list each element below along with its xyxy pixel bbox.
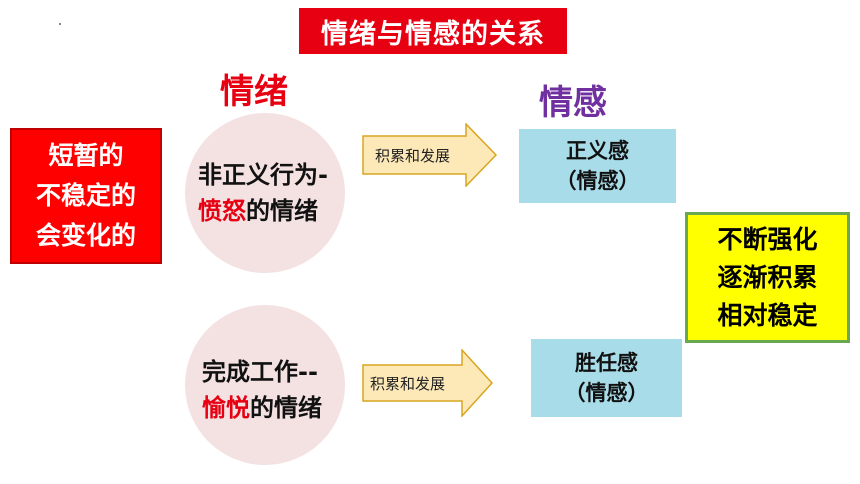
feeling-box-justice: 正义感 （情感）	[519, 129, 676, 203]
emotion-trait: 会变化的	[35, 221, 136, 250]
feeling-heading: 情感	[539, 83, 607, 123]
emotion-situation: 非正义行为-	[198, 161, 328, 189]
feeling-trait: 不断强化	[717, 224, 818, 254]
right-arrow-icon	[362, 123, 498, 187]
emotion-circle-2	[185, 305, 345, 465]
emotion-suffix: 的情绪	[246, 197, 318, 225]
emotion-traits-box: 短暂的 不稳定的 会变化的	[10, 128, 162, 264]
right-arrow-icon	[362, 349, 494, 417]
page-title: 情绪与情感的关系	[299, 8, 567, 54]
emotion-heading: 情绪	[220, 72, 288, 112]
emotion-word: 愉悦	[202, 394, 250, 422]
emotion-trait: 短暂的	[48, 141, 124, 170]
emotion-result: 愉悦的情绪	[202, 390, 322, 426]
arrow-label: 积累和发展	[370, 375, 446, 393]
feeling-type: （情感）	[564, 381, 649, 405]
emotion-circle-1-text: 非正义行为- 愤怒的情绪	[198, 157, 328, 229]
arrow-label: 积累和发展	[375, 147, 451, 165]
emotion-trait: 不稳定的	[35, 181, 136, 210]
emotion-result: 愤怒的情绪	[198, 193, 328, 229]
feeling-box-competence: 胜任感 （情感）	[531, 339, 682, 417]
feeling-type: （情感）	[555, 169, 640, 193]
emotion-situation: 完成工作--	[202, 358, 318, 386]
feeling-name: 正义感	[566, 139, 629, 163]
feeling-name: 胜任感	[575, 351, 638, 375]
feeling-trait: 逐渐积累	[717, 262, 818, 292]
feeling-trait: 相对稳定	[717, 300, 818, 330]
feeling-traits-box: 不断强化 逐渐积累 相对稳定	[685, 212, 850, 343]
emotion-suffix: 的情绪	[250, 394, 322, 422]
emotion-circle-2-text: 完成工作-- 愉悦的情绪	[202, 354, 322, 426]
emotion-word: 愤怒	[198, 197, 246, 225]
decorative-dot	[59, 23, 61, 25]
emotion-circle-1	[185, 113, 345, 273]
